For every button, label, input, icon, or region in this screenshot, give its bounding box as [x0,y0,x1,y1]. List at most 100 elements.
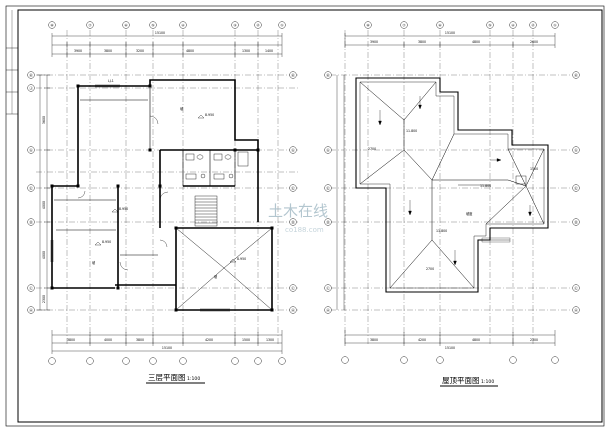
level-marks [94,114,237,263]
roof-note-2: 2700 [368,147,376,151]
roof-axis-top-2: ⑦ [402,23,405,27]
bathroom-fixtures [185,151,249,180]
dim-bottom-total: 15100 [162,346,172,350]
roof-dim-top-2: 3800 [418,40,426,44]
roof-level-2: 11.800 [436,229,447,233]
roof-level-1: 11.800 [406,129,417,133]
grid-labels-top: ⑧ ⑦ ⑥ ⑤ ④ ③ ② ① [50,23,283,27]
axis-left-4: Ⓔ [29,185,33,190]
dim-top-seg-3: 3200 [136,49,144,53]
roof-grid-lines [330,30,570,345]
dim-top-seg-6: 1400 [265,49,273,53]
roof-axis-left-3: Ⓔ [326,185,330,190]
grid-bubbles-left [27,71,35,314]
axis-top-7: ② [256,23,259,27]
dim-bottom-seg-4: 4200 [205,338,213,342]
roof-axis-left-6: Ⓐ [326,307,330,312]
roof-plan-title: 屋顶平面图 [442,376,480,385]
axis-left-3: Ⓖ [29,147,33,152]
roof-axis-right-2: Ⓖ [574,147,578,152]
roof-hip-lines [359,81,545,289]
axis-top-1: ⑧ [50,23,54,27]
axis-left-2: Ⓙ [29,85,33,90]
dim-top-seg-4: 4800 [186,49,194,53]
dims-top [51,33,283,57]
roof-dim-bottom-3: 4800 [472,338,480,342]
roof-note-4: 1500 [530,167,538,171]
roof-dims-bottom [344,330,556,346]
roof-inner-eave [359,81,545,289]
walls [51,79,273,311]
door-swings [77,115,169,271]
roof-note-3: 2700 [426,267,434,271]
watermark-sub: co188.com [285,226,324,234]
roof-axis-right-4: Ⓓ [574,219,578,224]
dim-bottom-seg-6: 1300 [266,338,274,342]
room-note-2: 坡 [180,106,184,111]
axis-right-1: Ⓚ [291,72,295,77]
terrace-slope [175,227,273,311]
roof-dim-bottom-1: 3800 [370,338,378,342]
roof-dim-top-1: 3900 [370,40,378,44]
axis-right-2: Ⓖ [291,147,295,152]
level-mark-4: 8.950 [237,257,246,261]
thin-walls [54,88,236,256]
dim-left-3: 4000 [42,251,46,259]
roof-grid-bubbles-top [364,21,559,29]
dims-bottom [51,330,283,354]
axis-left-7: Ⓐ [29,307,33,312]
roof-grid-bubbles-left [324,71,332,314]
dim-bottom-seg-5: 1500 [242,338,250,342]
roof-dim-top-4: 2600 [530,40,538,44]
dim-left-2: 4000 [42,201,46,209]
dim-bottom-seg-3: 3800 [136,338,144,342]
windows [50,84,230,312]
staircase [194,195,218,227]
roof-axis-top-6: ② [531,23,534,27]
roof-axis-right-1: Ⓚ [574,72,578,77]
floor-plan-title: 三层平面图 [148,373,186,382]
grid-bubbles-right [289,71,297,314]
axis-right-4: Ⓓ [291,219,295,224]
dim-top-seg-5: 1300 [242,49,250,53]
roof-axis-top-7: ① [553,23,556,27]
roof-axis-top-3: ⑥ [438,23,442,27]
watermark: 土木在线 co188.com [268,202,328,234]
watermark-main: 土木在线 [268,202,328,220]
roof-axis-left-5: Ⓒ [326,285,330,290]
dims-left-labels: 3600 4000 4000 2300 [42,116,46,303]
room-note-3: 坡 [92,260,96,265]
roof-grid-bubbles-right [572,71,580,314]
axis-right-6: Ⓐ [291,307,295,312]
roof-plan-scale: 1:100 [481,379,494,385]
dim-left-4: 2300 [42,295,46,303]
room-note-1: LJ-1 [108,79,114,83]
dim-top-seg-2: 3800 [104,49,112,53]
axis-left-1: Ⓚ [29,72,33,77]
roof-dims-left [336,75,345,310]
dim-bottom-seg-1: 3800 [67,338,75,342]
axis-left-6: Ⓒ [29,285,33,290]
columns [50,84,274,312]
level-mark-3: 8.950 [102,240,111,244]
axis-left-5: Ⓓ [29,219,33,224]
roof-axis-right-3: Ⓔ [574,185,578,190]
level-mark-2: 8.950 [119,207,128,211]
axis-top-3: ⑥ [124,23,128,27]
roof-dim-bottom-2: 4200 [418,338,426,342]
roof-dim-bottom-total: 15100 [445,346,455,350]
grid-bubbles-bottom [48,357,286,365]
roof-axis-top-5: ④ [511,23,514,27]
axis-top-5: ④ [181,23,184,27]
roof-details [458,175,527,243]
dim-bottom-seg-2: 4000 [104,338,112,342]
dim-top-total: 15100 [155,31,165,35]
roof-axis-right-6: Ⓐ [574,307,578,312]
dims-left [37,74,50,311]
roof-axis-top-1: ⑧ [366,23,370,27]
slope-arrows [378,96,532,266]
roof-dims-top [344,33,556,48]
axis-top-6: ③ [233,23,236,27]
roof-grid-bubbles-bottom [341,356,559,364]
